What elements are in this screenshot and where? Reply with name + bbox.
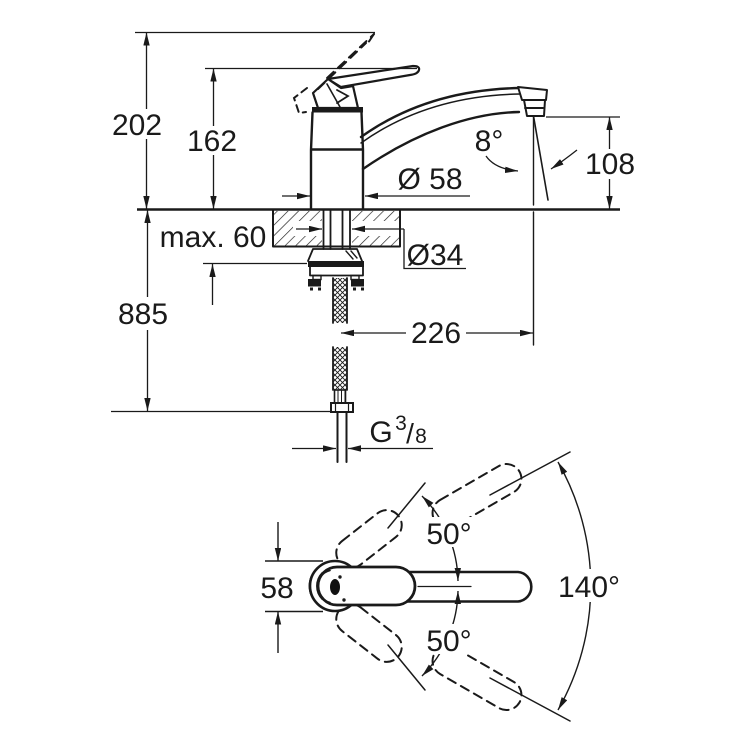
handle-dot-2 xyxy=(342,598,346,602)
lever-pivot xyxy=(311,77,360,110)
dim-226-label: 226 xyxy=(411,317,461,350)
spout-bottom-curve xyxy=(361,110,521,171)
spout-tube xyxy=(406,570,533,603)
ray-50-upper xyxy=(387,482,426,529)
leader-8deg-left xyxy=(485,155,519,174)
dim-d34-label: Ø34 xyxy=(407,239,464,272)
base-inner-arc-1 xyxy=(308,568,318,604)
ray-50-lower xyxy=(387,644,426,691)
stream-line-8deg xyxy=(532,115,549,201)
ray-140-lower xyxy=(489,677,571,722)
side-view-dimensions: 202 162 885 max. 60 Ø 58 Ø34 226 8° 108 … xyxy=(103,31,638,452)
handle-cap-arc xyxy=(316,569,331,604)
handle-logo-dot xyxy=(330,579,340,595)
supply-hose xyxy=(330,277,354,463)
lever-blade xyxy=(326,64,421,89)
thread-g: G xyxy=(369,416,392,449)
thread-denominator: 8 xyxy=(415,425,427,448)
dim-58-label: 58 xyxy=(260,572,293,605)
leader-d34 xyxy=(403,229,466,270)
side-view xyxy=(272,33,549,463)
dim-108-label: 108 xyxy=(585,148,635,181)
dim-d58-label: Ø 58 xyxy=(397,163,462,196)
dim-8deg-label: 8° xyxy=(475,125,504,158)
mounting-hardware xyxy=(307,248,364,291)
thread-slash: / xyxy=(406,418,414,449)
spout-top-inner-curve xyxy=(360,93,521,144)
countertop-outline xyxy=(272,209,401,248)
top-view-dimensions: 58 50° 50° 140° xyxy=(255,461,626,711)
dim-162-label: 162 xyxy=(187,125,237,158)
faucet-body-outline xyxy=(309,111,365,211)
thread-label-g38: G 3 / 8 xyxy=(369,412,427,449)
thread-numerator: 3 xyxy=(395,412,407,435)
dim-50-lower-label: 50° xyxy=(426,625,471,658)
body-band xyxy=(312,107,363,113)
spout-outlet xyxy=(517,86,548,117)
lever-raised-dashed xyxy=(292,33,375,115)
spout-top-curve xyxy=(359,86,522,139)
dim-max60-label: max. 60 xyxy=(160,221,267,254)
handle-dot-1 xyxy=(338,575,342,579)
dim-885-label: 885 xyxy=(118,298,168,331)
ray-140-upper xyxy=(489,451,571,496)
dim-202-label: 202 xyxy=(112,109,162,142)
lever-pivot-chevron xyxy=(336,89,350,104)
shank-lines xyxy=(322,209,351,250)
leader-8deg-right xyxy=(550,149,578,170)
dim-140-label: 140° xyxy=(558,571,620,604)
dim-50-upper-label: 50° xyxy=(426,518,471,551)
top-view xyxy=(308,451,571,722)
